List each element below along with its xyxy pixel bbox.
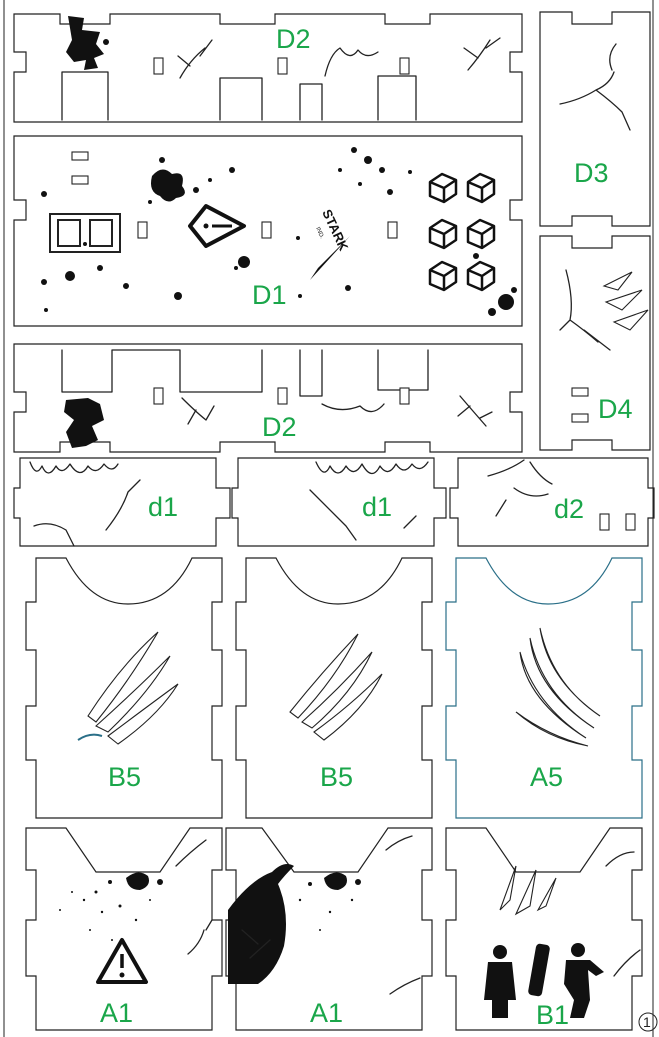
part-b5-left: B5 <box>25 557 223 819</box>
part-d2-small: d2 <box>449 457 655 547</box>
part-b1: B1 <box>445 827 643 1031</box>
part-label: d1 <box>148 492 178 522</box>
part-d1-left: d1 <box>13 457 231 547</box>
part-d4: D4 <box>539 235 651 451</box>
ink-splatter <box>41 147 517 316</box>
part-b5-mid: B5 <box>235 557 433 819</box>
part-label: D2 <box>262 412 297 442</box>
part-label: A1 <box>100 998 133 1028</box>
stark-logo: STARK IND. <box>310 207 352 280</box>
part-d1-mid: d1 <box>231 457 447 547</box>
part-label: A5 <box>530 762 563 792</box>
part-label: B5 <box>320 762 353 792</box>
part-label: d1 <box>362 492 392 522</box>
part-d3: D3 <box>539 11 651 227</box>
part-a1-left: A1 <box>25 827 223 1031</box>
part-a5: A5 <box>445 557 643 819</box>
part-label: B5 <box>108 762 141 792</box>
part-d2-bottom: D2 <box>13 343 523 453</box>
survivor-silhouette-icon <box>484 945 516 1018</box>
part-label: D3 <box>574 158 609 188</box>
page-number: 1 <box>638 1012 658 1032</box>
svg-text:STARK: STARK <box>319 207 351 254</box>
seven-segment-display-icon <box>49 213 121 253</box>
part-d2-top: D2 <box>13 13 523 123</box>
svg-text:1: 1 <box>643 1014 651 1030</box>
part-label: d2 <box>554 494 584 524</box>
part-a1-mid: A1 <box>225 827 433 1031</box>
warning-icon <box>188 204 246 248</box>
svg-text:IND.: IND. <box>314 226 325 240</box>
part-label: A1 <box>310 998 343 1028</box>
part-d1: STARK IND. D1 <box>13 135 523 327</box>
warning-icon <box>96 938 148 984</box>
zombie-arm-icon <box>228 864 294 984</box>
part-label: D4 <box>598 394 633 424</box>
part-label: D2 <box>276 24 311 54</box>
board-icon <box>528 943 550 997</box>
cube-icons <box>428 172 496 292</box>
part-label: D1 <box>252 280 287 310</box>
part-label: B1 <box>536 1000 569 1030</box>
zombie-silhouette-icon <box>564 943 604 1018</box>
